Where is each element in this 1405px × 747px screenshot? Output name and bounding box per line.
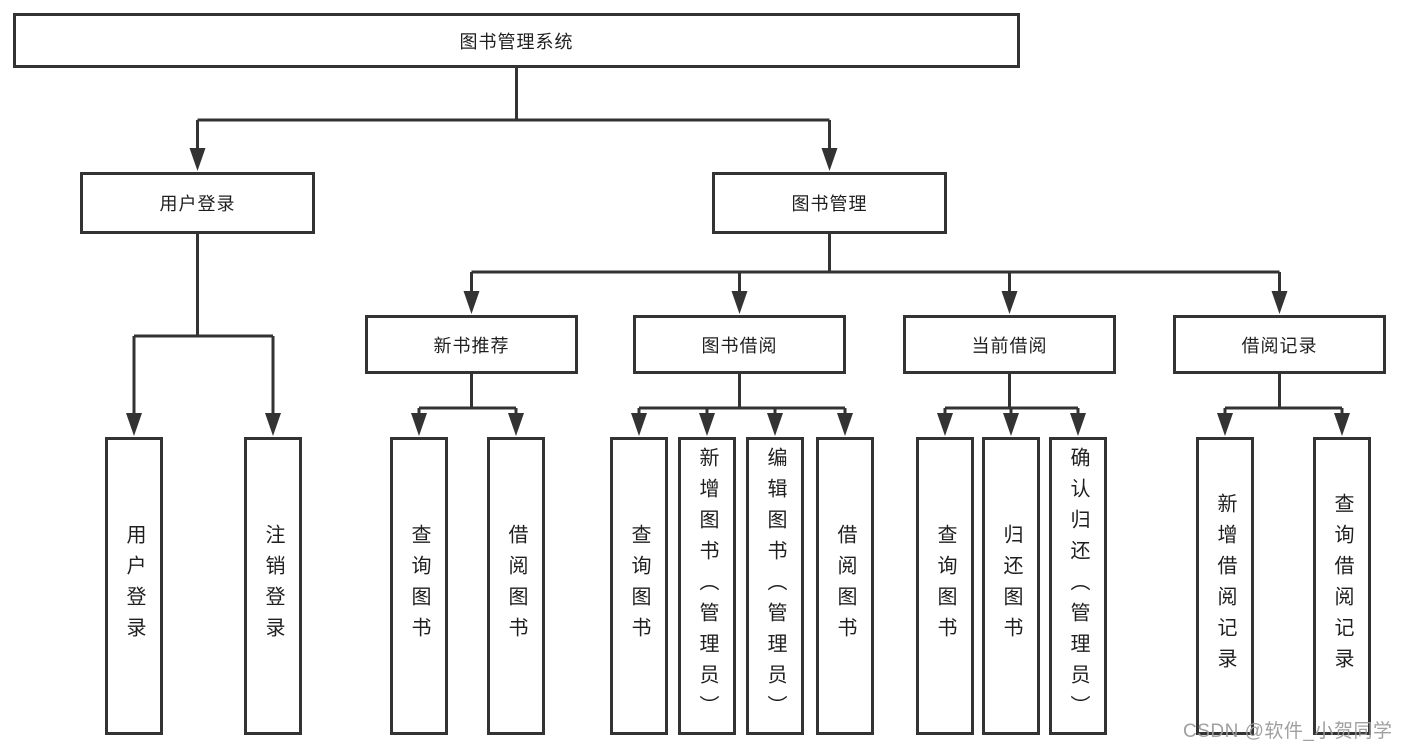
leaf-borrow-books-recommend-label: 借阅图书 bbox=[505, 524, 527, 648]
leaf-logout: 注销登录 bbox=[244, 437, 302, 735]
leaf-add-borrow-record-label: 新增借阅记录 bbox=[1214, 493, 1236, 679]
leaf-query-books-current-label: 查询图书 bbox=[934, 524, 956, 648]
node-new-book-recommend-label: 新书推荐 bbox=[433, 335, 510, 356]
node-library-system: 图书管理系统 bbox=[13, 13, 1020, 68]
leaf-return-books: 归还图书 bbox=[982, 437, 1040, 735]
node-current-borrowing: 当前借阅 bbox=[903, 315, 1116, 374]
leaf-query-books-recommend: 查询图书 bbox=[390, 437, 448, 735]
node-user-login: 用户登录 bbox=[80, 172, 315, 234]
leaf-query-books-borrow: 查询图书 bbox=[610, 437, 668, 735]
node-book-borrowing-label: 图书借阅 bbox=[701, 335, 778, 356]
node-current-borrowing-label: 当前借阅 bbox=[971, 335, 1048, 356]
leaf-borrow-books-recommend: 借阅图书 bbox=[487, 437, 545, 735]
leaf-add-book-admin-label: 新增图书（管理员） bbox=[696, 446, 718, 726]
leaf-edit-book-admin-label: 编辑图书（管理员） bbox=[764, 446, 786, 726]
leaf-query-books-borrow-label: 查询图书 bbox=[628, 524, 650, 648]
node-new-book-recommend: 新书推荐 bbox=[365, 315, 578, 374]
leaf-user-login-label: 用户登录 bbox=[123, 524, 145, 648]
leaf-edit-book-admin: 编辑图书（管理员） bbox=[746, 437, 804, 735]
node-library-system-label: 图书管理系统 bbox=[459, 31, 574, 52]
leaf-borrow-books: 借阅图书 bbox=[816, 437, 874, 735]
node-book-management-label: 图书管理 bbox=[791, 194, 868, 214]
leaf-query-books-current: 查询图书 bbox=[916, 437, 974, 735]
arrowheads bbox=[126, 148, 1350, 436]
leaf-query-borrow-record-label: 查询借阅记录 bbox=[1331, 493, 1353, 679]
leaf-add-book-admin: 新增图书（管理员） bbox=[678, 437, 736, 735]
node-book-management: 图书管理 bbox=[712, 172, 947, 234]
leaf-query-borrow-record: 查询借阅记录 bbox=[1313, 437, 1371, 735]
leaf-logout-label: 注销登录 bbox=[262, 524, 284, 648]
leaf-add-borrow-record: 新增借阅记录 bbox=[1196, 437, 1254, 735]
leaf-return-books-label: 归还图书 bbox=[1000, 524, 1022, 648]
leaf-confirm-return-admin: 确认归还（管理员） bbox=[1049, 437, 1107, 735]
leaf-borrow-books-label: 借阅图书 bbox=[834, 524, 856, 648]
node-borrow-records-label: 借阅记录 bbox=[1241, 335, 1318, 356]
leaf-user-login: 用户登录 bbox=[105, 437, 163, 735]
leaf-query-books-recommend-label: 查询图书 bbox=[408, 524, 430, 648]
leaf-confirm-return-admin-label: 确认归还（管理员） bbox=[1067, 446, 1089, 726]
node-user-login-label: 用户登录 bbox=[159, 194, 236, 214]
node-book-borrowing: 图书借阅 bbox=[633, 315, 846, 374]
csdn-watermark: CSDN @软件_小贺同学 bbox=[1183, 721, 1393, 742]
node-borrow-records: 借阅记录 bbox=[1173, 315, 1386, 374]
